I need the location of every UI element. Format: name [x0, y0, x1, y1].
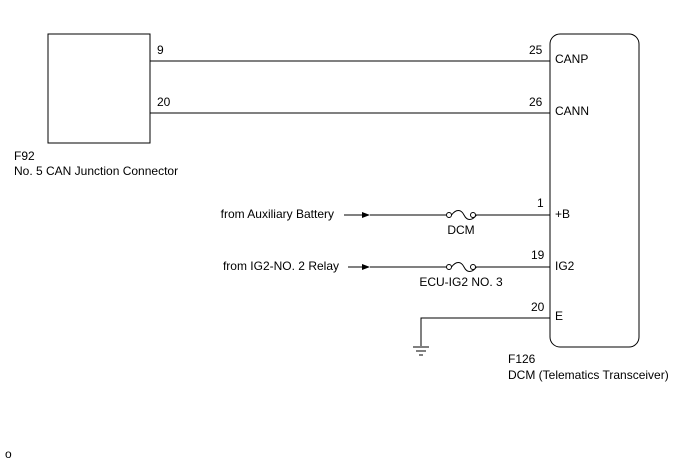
f92-name-label: No. 5 CAN Junction Connector	[14, 164, 178, 178]
dcm-pin-b-label: +B	[555, 207, 570, 221]
dcm-pin-ig2-label: IG2	[555, 259, 575, 273]
ground-icon	[413, 346, 429, 356]
dcm-pin-b-number: 1	[537, 196, 544, 210]
dcm-pin-ig2-number: 19	[531, 248, 545, 262]
f92-connector-box[interactable]	[47, 33, 151, 144]
f92-pin-canp: 9	[157, 43, 164, 57]
dcm-fuse-label: DCM	[447, 223, 474, 237]
f92-pin-cann: 20	[157, 95, 171, 109]
ecu-ig2-fuse-label: ECU-IG2 NO. 3	[419, 275, 503, 289]
dcm-box[interactable]	[549, 33, 640, 348]
footer-mark: o	[5, 447, 12, 461]
dcm-pin-cann-number: 26	[529, 95, 543, 109]
relay-source-label: from IG2-NO. 2 Relay	[223, 259, 339, 273]
ground-wire[interactable]	[420, 317, 550, 346]
dcm-pin-cann-label: CANN	[555, 104, 589, 118]
dcm-fuse-icon[interactable]	[446, 210, 477, 220]
relay-arrow-icon	[348, 264, 370, 270]
dcm-pin-e-label: E	[555, 309, 563, 323]
dcm-pin-canp-number: 25	[529, 43, 543, 57]
ecu-ig2-fuse-icon[interactable]	[446, 262, 477, 272]
dcm-pin-e-number: 20	[531, 300, 545, 314]
f92-code-label: F92	[14, 149, 35, 163]
dcm-name-label: DCM (Telematics Transceiver)	[508, 368, 669, 382]
dcm-code-label: F126	[508, 352, 536, 366]
battery-source-label: from Auxiliary Battery	[221, 207, 334, 221]
dcm-pin-canp-label: CANP	[555, 52, 588, 66]
battery-arrow-icon	[344, 212, 370, 218]
